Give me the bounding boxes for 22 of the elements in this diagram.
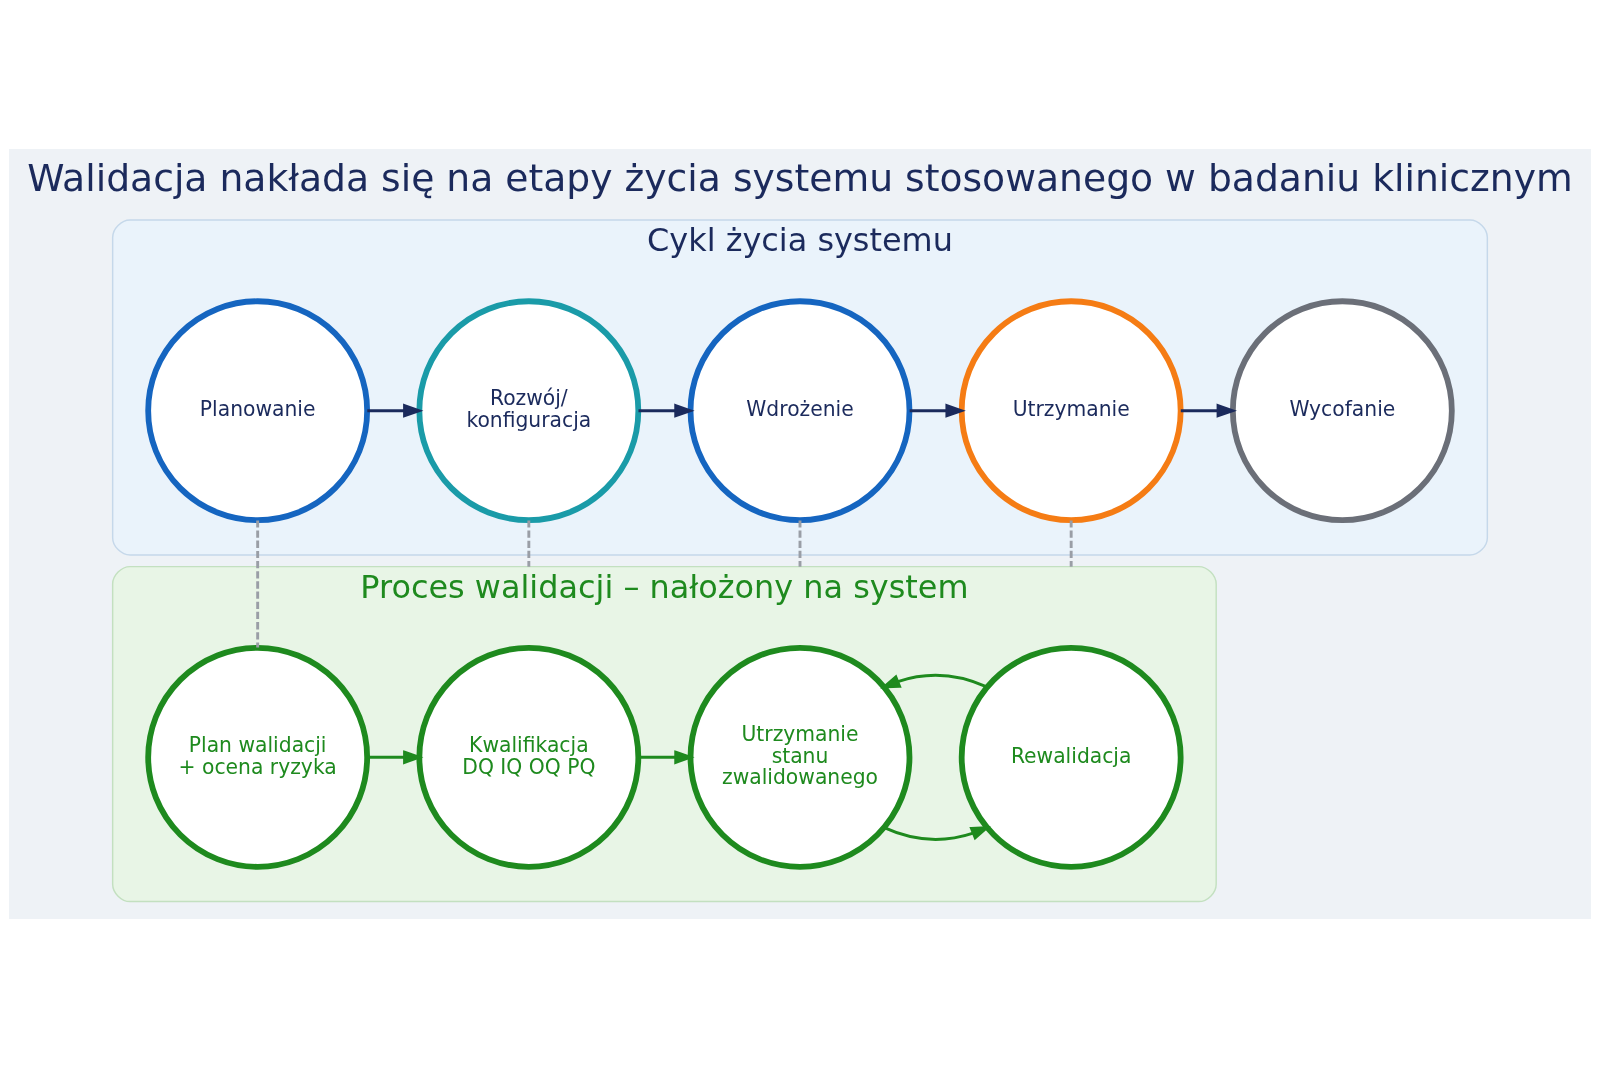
diagram-title: Walidacja nakłada się na etapy życia systemu stosowanego w badaniu klinicznym: [27, 155, 1573, 200]
arrow: [883, 825, 991, 841]
node-circle: Rozwój/ konfiguracja: [416, 297, 642, 523]
node-circle: Rewalidacja: [958, 644, 1184, 870]
node-circle: Kwalifikacja DQ IQ OQ PQ: [416, 644, 642, 870]
connector: [1069, 519, 1073, 567]
arrow: [367, 403, 424, 418]
connector: [527, 519, 531, 567]
arrow: [638, 749, 695, 764]
node-circle: Wycofanie: [1229, 297, 1455, 523]
connector: [798, 519, 802, 567]
node-circle: Utrzymanie: [958, 297, 1184, 523]
arrow: [638, 403, 695, 418]
node-circle: Utrzymanie stanu zwalidowanego: [687, 644, 913, 870]
arrow: [880, 673, 988, 689]
node-circle: Planowanie: [145, 297, 371, 523]
arrow: [1180, 403, 1237, 418]
arrow: [367, 749, 424, 764]
node-circle: Plan walidacji + ocena ryzyka: [145, 644, 371, 870]
connector: [256, 519, 260, 648]
node-circle: Wdrożenie: [687, 297, 913, 523]
arrow: [909, 403, 966, 418]
